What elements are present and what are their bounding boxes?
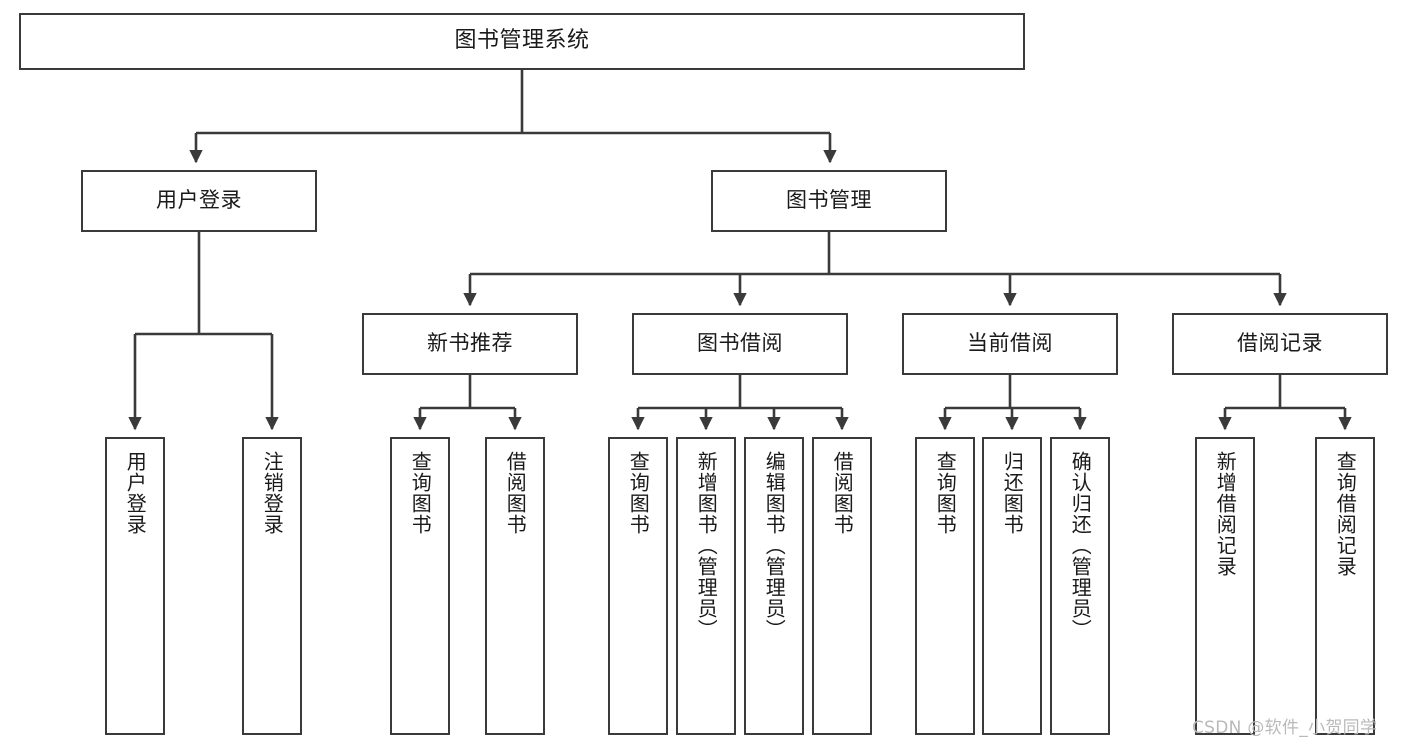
leaf-label: 查询借阅记录 <box>1333 451 1358 577</box>
node-new-book-recommend[interactable]: 新书推荐 <box>362 313 578 375</box>
leaf-current-borrow-2[interactable]: 归还图书 <box>982 437 1042 735</box>
node-borrow-record[interactable]: 借阅记录 <box>1172 313 1388 375</box>
node-user-login-label: 用户登录 <box>156 188 242 213</box>
node-new-book-recommend-label: 新书推荐 <box>427 331 513 356</box>
leaf-label: 查询图书 <box>408 451 433 535</box>
node-book-borrow[interactable]: 图书借阅 <box>632 313 848 375</box>
node-root[interactable]: 图书管理系统 <box>19 13 1025 70</box>
leaf-label: 注销登录 <box>260 451 285 535</box>
node-book-borrow-label: 图书借阅 <box>697 331 783 356</box>
leaf-label: 新增借阅记录 <box>1213 451 1238 577</box>
leaf-label: 用户登录 <box>123 451 148 535</box>
leaf-label: 借阅图书 <box>830 451 855 535</box>
node-book-manage-label: 图书管理 <box>786 188 872 213</box>
leaf-new-book-1[interactable]: 查询图书 <box>390 437 450 735</box>
leaf-label: 归还图书 <box>1000 451 1025 535</box>
node-user-login[interactable]: 用户登录 <box>81 170 317 232</box>
leaf-borrow-record-2[interactable]: 查询借阅记录 <box>1315 437 1375 735</box>
node-root-label: 图书管理系统 <box>454 28 590 54</box>
node-borrow-record-label: 借阅记录 <box>1237 331 1323 356</box>
leaf-borrow-record-1[interactable]: 新增借阅记录 <box>1195 437 1255 735</box>
leaf-user-login-1[interactable]: 用户登录 <box>105 437 165 735</box>
leaf-label: 编辑图书（管理员） <box>762 451 787 640</box>
leaf-label: 借阅图书 <box>503 451 528 535</box>
leaf-label: 确认归还（管理员） <box>1068 451 1093 640</box>
leaf-book-borrow-3[interactable]: 编辑图书（管理员） <box>744 437 804 735</box>
leaf-current-borrow-3[interactable]: 确认归还（管理员） <box>1050 437 1110 735</box>
leaf-label: 查询图书 <box>933 451 958 535</box>
leaf-label: 查询图书 <box>626 451 651 535</box>
leaf-new-book-2[interactable]: 借阅图书 <box>485 437 545 735</box>
leaf-user-login-2[interactable]: 注销登录 <box>242 437 302 735</box>
leaf-book-borrow-1[interactable]: 查询图书 <box>608 437 668 735</box>
leaf-current-borrow-1[interactable]: 查询图书 <box>915 437 975 735</box>
node-current-borrow-label: 当前借阅 <box>967 331 1053 356</box>
leaf-label: 新增图书（管理员） <box>694 451 719 640</box>
node-current-borrow[interactable]: 当前借阅 <box>902 313 1118 375</box>
node-book-manage[interactable]: 图书管理 <box>711 170 947 232</box>
leaf-book-borrow-4[interactable]: 借阅图书 <box>812 437 872 735</box>
leaf-book-borrow-2[interactable]: 新增图书（管理员） <box>676 437 736 735</box>
